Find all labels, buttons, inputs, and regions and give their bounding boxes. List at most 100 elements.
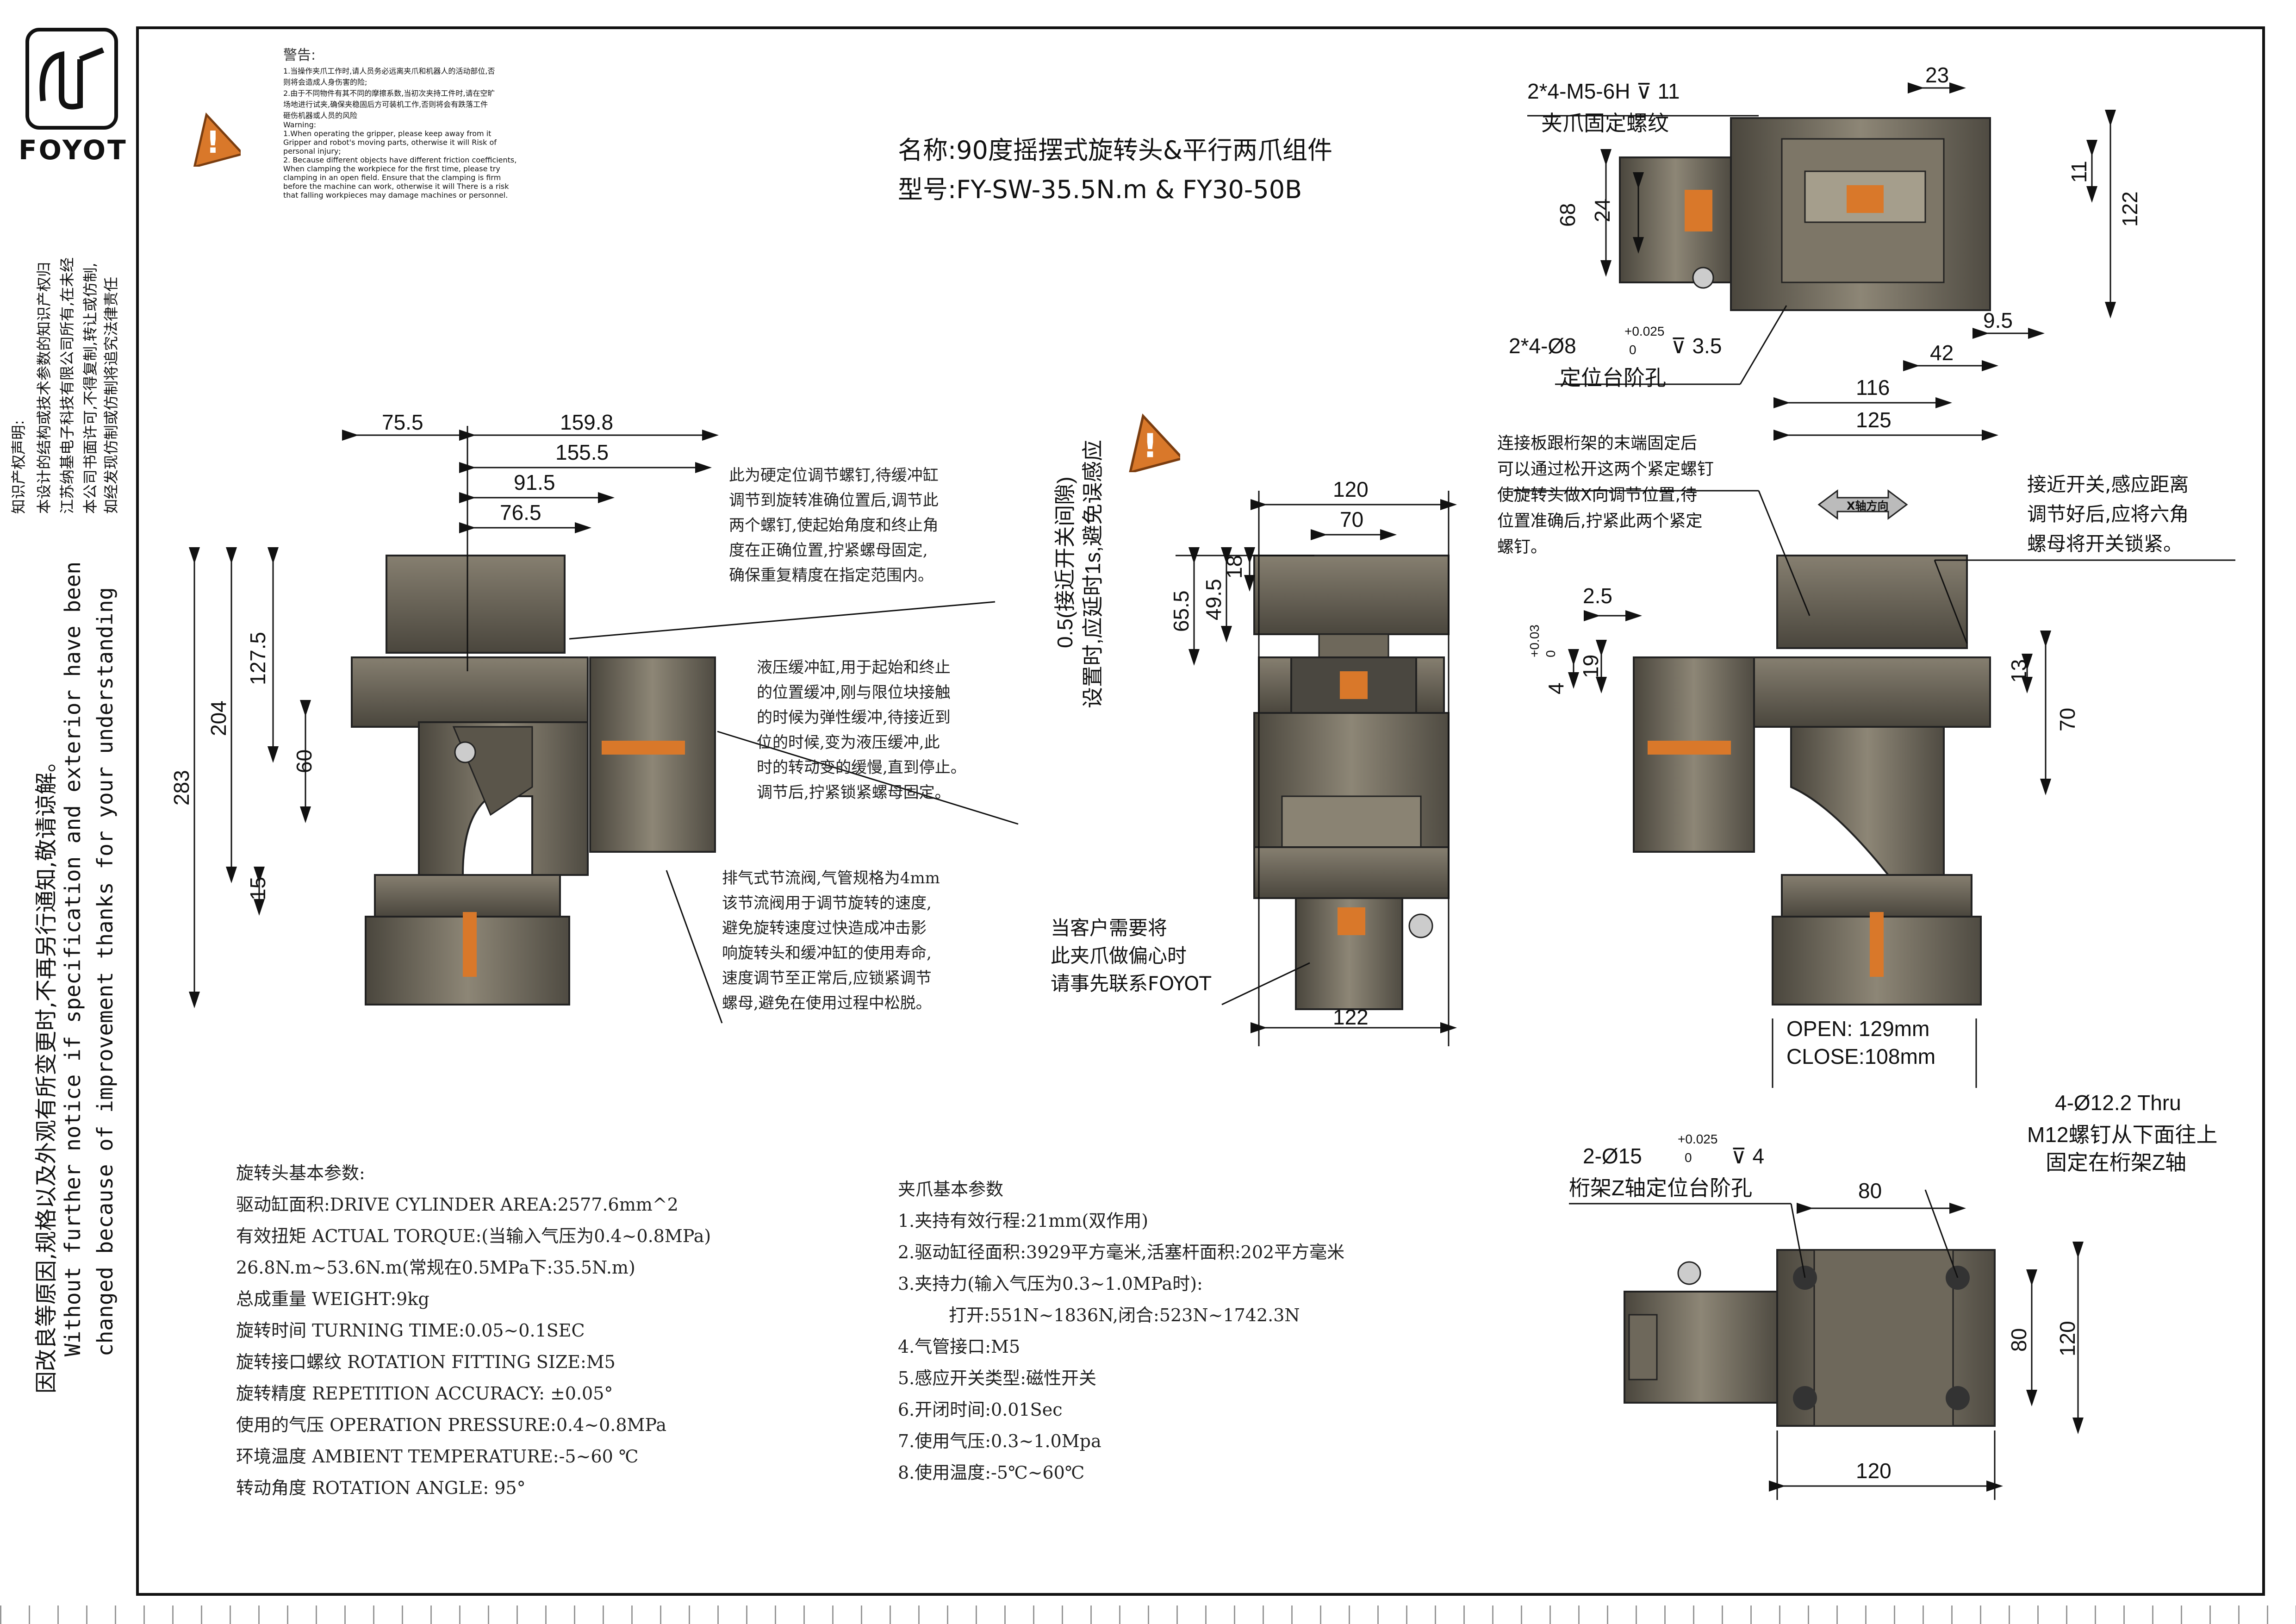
product-name: 名称:90度摇摆式旋转头&平行两爪组件 bbox=[898, 136, 1333, 165]
rotary-body-top bbox=[351, 656, 589, 728]
note-line: 液压缓冲缸,用于起始和终止 bbox=[757, 658, 951, 677]
hole1-tol-lower: 0 bbox=[1685, 1150, 1692, 1165]
connector-plate bbox=[374, 874, 561, 918]
warning-text: 1.当操作夹爪工作时,请人员务必远离夹爪和机器人的活动部位,否则将会造成人身伤害… bbox=[283, 65, 516, 200]
note-line: 确保重复精度在指定范围内。 bbox=[729, 566, 933, 585]
dim-lines-left bbox=[189, 426, 1019, 1024]
dim-tr-68: 68 bbox=[1556, 203, 1580, 227]
dim-lines-middle bbox=[1176, 491, 1457, 1046]
note-line: 的位置缓冲,刚与限位块接触 bbox=[757, 683, 951, 702]
top-view-right bbox=[1619, 117, 1991, 311]
param-line: 有效扭矩 ACTUAL TORQUE:(当输入气压为0.4~0.8MPa) bbox=[236, 1226, 711, 1246]
note-line: 接近开关,感应距离 bbox=[2027, 473, 2189, 496]
warning-line: 砸伤机器或人员的风险 bbox=[283, 111, 358, 120]
dim-mid-122: 122 bbox=[1333, 1005, 1369, 1029]
param-line: 旋转精度 REPETITION ACCURACY: ±0.05° bbox=[236, 1383, 613, 1404]
note-line: 度在正确位置,拧紧螺母固定, bbox=[729, 541, 928, 560]
front-view-middle bbox=[1253, 555, 1450, 1010]
note-sensor: 接近开关,感应距离调节好后,应将六角螺母将开关锁紧。 bbox=[2027, 470, 2189, 559]
hole-note: 定位台阶孔 bbox=[1560, 366, 1666, 390]
warning-line: before the machine can work, otherwise i… bbox=[283, 182, 509, 191]
hole1-tol-upper: +0.025 bbox=[1678, 1132, 1718, 1146]
sensor-delay-note: 设置时,应延时1s,避免误感应 bbox=[1081, 439, 1105, 708]
note-line: 请事先联系FOYOT bbox=[1051, 972, 1211, 995]
x-axis-label: X轴方向 bbox=[1847, 500, 1889, 512]
param-line: 4.气管接口:M5 bbox=[898, 1337, 1020, 1357]
dim-lines-bottom-right bbox=[1569, 1189, 2084, 1500]
dim-283: 283 bbox=[169, 770, 193, 806]
dim-tr-23: 23 bbox=[1925, 63, 1949, 87]
param-line: 2.驱动缸径面积:3929平方毫米,活塞杆面积:202平方毫米 bbox=[898, 1242, 1345, 1262]
hole-tol-upper: +0.025 bbox=[1624, 324, 1665, 338]
note-line: 此为硬定位调节螺钉,待缓冲缸 bbox=[729, 466, 939, 485]
dim-mid-49-5: 49.5 bbox=[1201, 579, 1226, 620]
dim-r-2-5: 2.5 bbox=[1583, 584, 1612, 608]
note-screw: 此为硬定位调节螺钉,待缓冲缸调节到旋转准确位置后,调节此两个螺钉,使起始角度和终… bbox=[729, 463, 939, 588]
note-line: 使旋转头做X向调节位置,待 bbox=[1497, 486, 1698, 505]
gripper-params-heading: 夹爪基本参数 bbox=[898, 1179, 1004, 1199]
note-line: 螺钉。 bbox=[1497, 537, 1548, 556]
warning-icon-2: ! bbox=[1120, 412, 1185, 474]
thread-spec: 2*4-M5-6H ⊽ 11 bbox=[1527, 79, 1680, 103]
param-line: 转动角度 ROTATION ANGLE: 95° bbox=[236, 1478, 526, 1498]
note-line: 当客户需要将 bbox=[1051, 917, 1168, 939]
gripper-label bbox=[463, 912, 477, 977]
warning-line: Warning: bbox=[283, 120, 317, 129]
dim-br-120-bottom: 120 bbox=[1856, 1459, 1892, 1483]
dim-r-tol-lower: 0 bbox=[1543, 650, 1558, 657]
note-line: 螺母将开关锁紧。 bbox=[2027, 532, 2183, 555]
dim-159-8: 159.8 bbox=[560, 410, 614, 434]
open-stroke: OPEN: 129mm bbox=[1786, 1017, 1930, 1041]
param-line: 1.夹持有效行程:21mm(双作用) bbox=[898, 1211, 1149, 1231]
warning-line: Gripper and robot's moving parts, otherw… bbox=[283, 138, 497, 147]
dim-127-5: 127.5 bbox=[246, 631, 270, 685]
note-line: 位置准确后,拧紧此两个紧定 bbox=[1497, 512, 1703, 531]
dim-155-5: 155.5 bbox=[555, 440, 609, 464]
param-line: 总成重量 WEIGHT:9kg bbox=[236, 1289, 429, 1309]
bottom-ruler bbox=[0, 1605, 2296, 1624]
note-line: 两个螺钉,使起始角度和终止角 bbox=[729, 516, 939, 535]
dim-tr-125: 125 bbox=[1856, 408, 1892, 432]
param-line: 环境温度 AMBIENT TEMPERATURE:-5~60 ℃ bbox=[236, 1446, 639, 1467]
note-line: 可以通过松开这两个紧定螺钉 bbox=[1497, 460, 1714, 479]
drawing-frame bbox=[136, 26, 2265, 1596]
param-line: 旋转时间 TURNING TIME:0.05~0.1SEC bbox=[236, 1320, 585, 1341]
sensor-gap-note: 0.5(接近开关间隙) bbox=[1053, 476, 1077, 648]
svg-text:!: ! bbox=[1143, 427, 1158, 465]
hole1-depth: ⊽ 4 bbox=[1731, 1144, 1765, 1168]
warning-icon: ! bbox=[185, 111, 245, 169]
note-line: 此夹爪做偏心时 bbox=[1051, 944, 1187, 967]
dim-tr-11: 11 bbox=[2067, 161, 2091, 183]
note-line: 时的转动变的缓慢,直到停止。 bbox=[757, 758, 966, 777]
warning-line: 2. Because different objects have differ… bbox=[283, 156, 517, 164]
note-line: 螺母,避免在使用过程中松脱。 bbox=[722, 994, 932, 1012]
dim-204: 204 bbox=[206, 700, 230, 736]
note-line: 响旋转头和缓冲缸的使用寿命, bbox=[722, 944, 932, 962]
hole-spec: 2*4-Ø8 bbox=[1509, 334, 1576, 358]
note-eccentric: 当客户需要将此夹爪做偏心时请事先联系FOYOT bbox=[1051, 914, 1211, 998]
warning-title: 警告: bbox=[283, 47, 316, 63]
hole-depth: ⊽ 3.5 bbox=[1671, 334, 1722, 358]
note-buffer: 液压缓冲缸,用于起始和终止的位置缓冲,刚与限位块接触的时候为弹性缓冲,待接近到位… bbox=[757, 655, 966, 805]
param-line: 驱动缸面积:DRIVE CYLINDER AREA:2577.6mm^2 bbox=[236, 1194, 678, 1215]
warning-line: 1.When operating the gripper, please kee… bbox=[283, 129, 492, 138]
center-label bbox=[1340, 671, 1368, 699]
x-axis-arrow bbox=[1817, 489, 1908, 520]
warning-line: 场地进行试夹,确保夹稳固后方可装机工作,否则将会有跌落工件 bbox=[283, 100, 488, 109]
dim-tr-42: 42 bbox=[1930, 341, 1954, 365]
dim-tr-116: 116 bbox=[1856, 375, 1890, 400]
param-line: 6.开闭时间:0.01Sec bbox=[898, 1399, 1063, 1420]
dim-lines-top-right bbox=[1527, 82, 2116, 441]
dim-91-5: 91.5 bbox=[514, 470, 555, 494]
dim-r-13: 13 bbox=[2007, 659, 2031, 683]
dim-76-5: 76.5 bbox=[500, 500, 541, 525]
note-mount: 连接板跟桁架的末端固定后可以通过松开这两个紧定螺钉使旋转头做X向调节位置,待位置… bbox=[1497, 431, 1714, 560]
warning-line: clamping in an open field. Ensure that t… bbox=[283, 173, 501, 182]
note-line: 排气式节流阀,气管规格为4mm bbox=[722, 869, 940, 887]
warning-line: that falling workpieces may damage machi… bbox=[283, 191, 508, 200]
dim-mid-18: 18 bbox=[1222, 555, 1246, 579]
warning-line: personal injury; bbox=[283, 147, 341, 156]
rotary-params-list: 驱动缸面积:DRIVE CYLINDER AREA:2577.6mm^2 有效扭矩… bbox=[236, 1189, 711, 1504]
side-view-right bbox=[1633, 555, 1991, 1006]
note-line: 位的时候,变为液压缓冲,此 bbox=[757, 733, 940, 752]
